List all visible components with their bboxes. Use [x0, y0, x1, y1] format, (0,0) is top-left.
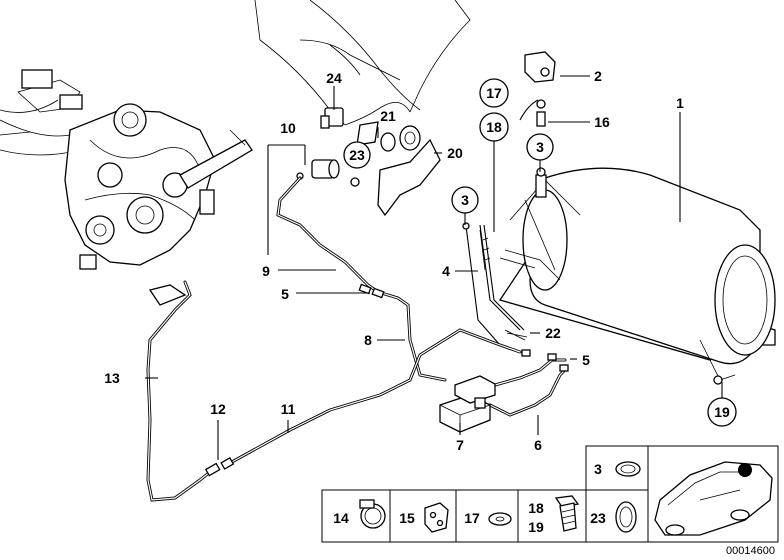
callout-12: 12 — [210, 401, 226, 417]
legend-19: 19 — [528, 519, 544, 535]
callout-3a: 3 — [536, 139, 544, 155]
callout-8: 8 — [364, 332, 372, 348]
callout-2: 2 — [594, 68, 602, 84]
callout-11: 11 — [281, 401, 296, 417]
callout-3b: 3 — [461, 192, 469, 208]
part-22-threaded-rod[interactable] — [462, 222, 528, 346]
engine-assembly — [0, 69, 253, 306]
circled-callouts: 17 18 3 3 23 19 — [343, 78, 737, 427]
legend-17: 17 — [464, 510, 480, 526]
callout-17: 17 — [486, 85, 502, 101]
callout-9: 9 — [262, 263, 270, 279]
car-location-icon — [654, 461, 773, 536]
callout-10: 10 — [280, 120, 296, 136]
callout-1: 1 — [676, 95, 684, 111]
part-20-mount[interactable] — [350, 125, 441, 217]
callout-6: 6 — [534, 437, 542, 453]
ring-icon — [615, 501, 637, 533]
body-panel — [254, 0, 471, 126]
callout-22: 22 — [545, 325, 561, 341]
part-1-gas-tank[interactable] — [498, 167, 776, 385]
legend-23: 23 — [590, 510, 606, 526]
legend-grid: 3 14 15 17 18 19 23 — [321, 445, 779, 543]
callout-18: 18 — [486, 119, 502, 135]
legend-18: 18 — [528, 500, 544, 516]
callout-16: 16 — [594, 114, 610, 130]
part-10-fitting[interactable] — [296, 159, 340, 180]
callout-13: 13 — [104, 370, 120, 386]
clip-icon — [424, 502, 449, 533]
callout-24: 24 — [326, 70, 342, 86]
hose-clamp-icon — [359, 499, 386, 529]
part-16-sensor[interactable] — [519, 99, 546, 127]
diagram-code: 00014600 — [726, 545, 775, 557]
part-7-valve-block[interactable] — [439, 375, 496, 433]
callout-5a: 5 — [281, 286, 289, 302]
part-21-bracket[interactable] — [356, 121, 396, 152]
callout-19: 19 — [714, 404, 730, 420]
leader-lines — [145, 75, 723, 460]
washer-icon — [488, 512, 512, 526]
callout-21: 21 — [380, 108, 396, 124]
part-2-switch[interactable] — [524, 51, 556, 83]
callout-20: 20 — [447, 145, 463, 161]
legend-3: 3 — [594, 461, 602, 477]
callout-5b: 5 — [582, 352, 590, 368]
callout-labels: 24 10 21 20 9 5 8 13 12 11 7 6 5 22 4 2 … — [104, 68, 684, 453]
legend-15: 15 — [399, 510, 415, 526]
legend-14: 14 — [333, 510, 349, 526]
gas-lines — [146, 176, 569, 502]
bolt-icon — [554, 495, 580, 532]
callout-7: 7 — [456, 437, 464, 453]
callout-4: 4 — [442, 263, 450, 279]
callout-23: 23 — [349, 147, 365, 163]
